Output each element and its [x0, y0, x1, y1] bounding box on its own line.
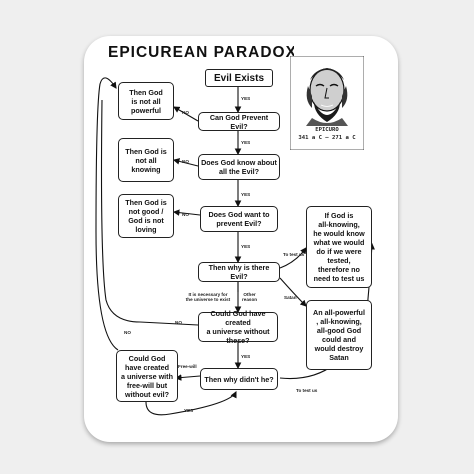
- node-evil-exists: Evil Exists: [205, 69, 273, 87]
- edge-want-to-notgood: [172, 209, 201, 216]
- node-not-good: Then God is not good / God is not loving: [118, 194, 174, 238]
- label-no-1: NO: [182, 110, 189, 115]
- label-to-test-us-2: To test us: [296, 388, 318, 393]
- node-not-all-powerful: Then God is not all powerful: [118, 82, 174, 120]
- label-to-test-us-1: To test us: [283, 252, 305, 257]
- node-why-didnt: Then why didn't he?: [200, 368, 278, 390]
- label-yes-3: YES: [241, 192, 251, 197]
- label-no-2: NO: [182, 159, 189, 164]
- edge-freewill-no-loop: [95, 77, 119, 351]
- node-could-god-create: Could God have created a universe withou…: [198, 309, 278, 345]
- label-other-reason: Other reason: [242, 292, 258, 303]
- node-does-god-know: Does God know about all the Evil?: [198, 154, 280, 180]
- portrait-dates: 341 a C – 271 a C: [298, 135, 356, 141]
- node-can-god-prevent: Can God Prevent Evil?: [198, 112, 280, 131]
- edge-why-to-satanbox: [279, 277, 307, 307]
- label-no-left: NO: [175, 320, 182, 325]
- node-does-god-want: Does God want to prevent Evil?: [200, 206, 278, 232]
- node-why-evil: Then why is there Evil?: [198, 262, 280, 282]
- page-title: EPICUREAN PARADOX: [108, 44, 294, 61]
- label-yes-5: YES: [241, 354, 251, 359]
- portrait-name: EPICURO: [315, 127, 339, 133]
- edge-know-to-notknowing: [172, 158, 199, 167]
- label-yes-2: YES: [241, 140, 251, 145]
- edge-could-no-loop: [100, 99, 141, 323]
- edge-can-to-notpowerful: [173, 106, 199, 122]
- label-yes-1: YES: [241, 96, 251, 101]
- node-not-all-knowing: Then God is not all knowing: [118, 138, 174, 182]
- epicurus-portrait: [290, 56, 364, 150]
- node-free-will: Could God have created a universe with f…: [116, 350, 178, 402]
- label-yes-bottom: YES: [184, 408, 194, 413]
- label-no-3: NO: [182, 212, 189, 217]
- label-necessary: It is necessary for the universe to exis…: [185, 292, 231, 303]
- portrait-caption: EPICURO 341 a C – 271 a C: [288, 126, 366, 142]
- edge-freewill-yes-loop: [145, 391, 237, 416]
- label-yes-4: YES: [241, 244, 251, 249]
- node-satan: An all-powerful , all-knowing, all-good …: [306, 300, 372, 370]
- edge-whydidnt-to-freewill: [174, 374, 201, 381]
- node-test-us: If God is all-knowing, he would know wha…: [306, 206, 372, 288]
- label-satan: Satan: [284, 295, 297, 300]
- label-free-will: Free-will: [178, 364, 197, 369]
- edge-could-no: [139, 321, 199, 326]
- edge-why-to-testbox: [279, 247, 307, 269]
- label-no-far-left: NO: [124, 330, 131, 335]
